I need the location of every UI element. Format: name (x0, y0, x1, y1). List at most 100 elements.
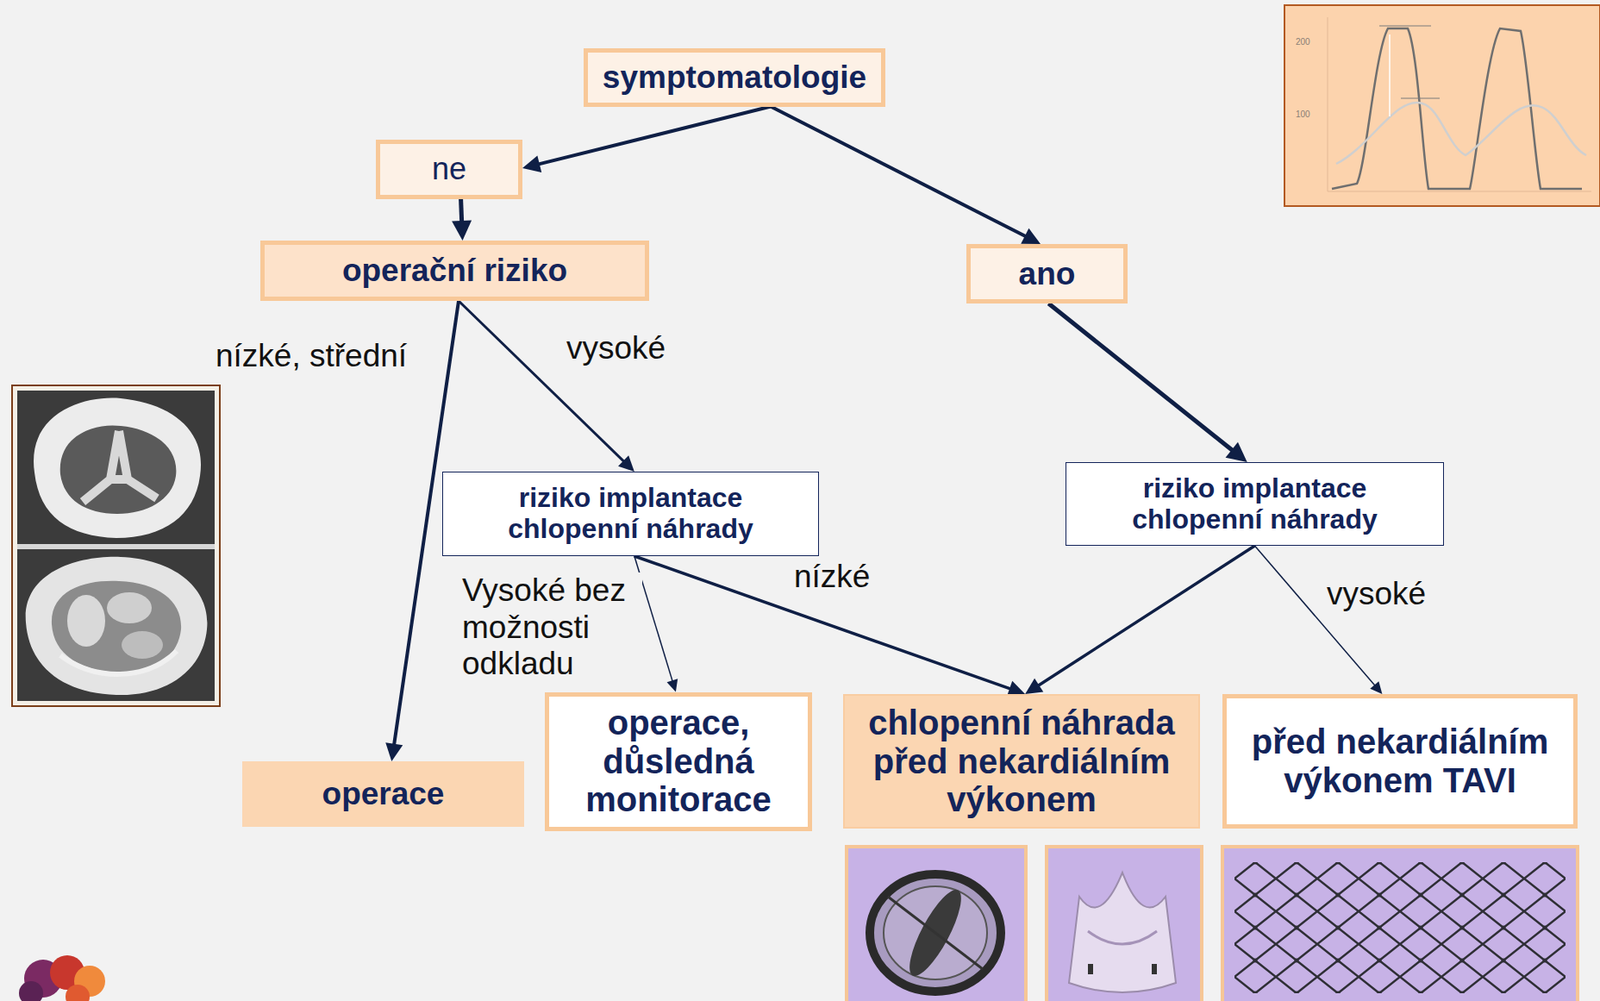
valve-photo (51, 581, 182, 673)
mechanical-valve-photo (887, 896, 983, 969)
connector-line (770, 106, 1028, 238)
node-text-group: před nekardiálním výkonem TAVI (1236, 722, 1564, 800)
node-text-group: symptomatologie (602, 59, 867, 95)
axis-tick-label: 200 (1295, 37, 1311, 47)
connector (458, 300, 635, 472)
connector-line (1048, 303, 1235, 453)
node-label: operace (322, 775, 445, 812)
pressure-chart (1284, 5, 1600, 207)
edge-label: Vysoké bez možnosti odkladu (458, 572, 643, 683)
node-text-group: ne (431, 151, 467, 187)
node-text-group: operační riziko (342, 252, 568, 288)
node-label: před nekardiálním výkonem TAVI (1236, 722, 1564, 800)
node-text-group: riziko implantace chlopenní náhrady (488, 482, 774, 545)
pressure-chart (1400, 98, 1440, 100)
connector-line (536, 106, 771, 166)
valve-photo (60, 425, 177, 514)
bioprosthesis-photo (1087, 931, 1157, 944)
connector (634, 556, 1025, 697)
decision-box: riziko implantace chlopenní náhrady (442, 471, 819, 557)
outcome-box: operace, důsledná monitorace (544, 692, 813, 832)
pressure-chart (1336, 102, 1587, 164)
mechanical-valve-photo (846, 846, 1026, 1001)
mechanical-valve-photo (846, 846, 1026, 1001)
mechanical-valve-photo (869, 874, 1001, 992)
tavi-stent-photo (1222, 846, 1578, 1001)
logo (65, 984, 90, 1001)
arrow-head (1006, 681, 1025, 697)
connector-line (1036, 545, 1256, 688)
logo (18, 955, 106, 1001)
pressure-chart (1379, 25, 1432, 27)
edge-label: vysoké (1323, 575, 1430, 613)
decision-box: riziko implantace chlopenní náhrady (1065, 462, 1444, 546)
outcome-box: chlopenní náhrada před nekardiálním výko… (843, 693, 1200, 829)
valve-photo (121, 631, 163, 659)
answer-box: ne (375, 139, 523, 200)
arrow-head (451, 220, 472, 241)
arrow-head (1369, 681, 1382, 694)
edge-label: nízké (790, 558, 874, 596)
pressure-chart (1284, 5, 1600, 207)
connector (1255, 545, 1383, 694)
arrow-head (618, 455, 635, 472)
node-text-group: chlopenní náhrada před nekardiálním výko… (856, 703, 1188, 819)
tavi-stent-photo (1222, 846, 1578, 1001)
valve-photo (12, 385, 220, 707)
outcome-box: operace (242, 761, 525, 827)
connector (1048, 303, 1247, 463)
node-text-group: operace, důsledná monitorace (562, 703, 795, 819)
node-text-group: ano (1018, 256, 1076, 292)
bioprosthesis-photo (1068, 872, 1176, 993)
connector (770, 106, 1041, 245)
connector (385, 300, 459, 762)
node-label: riziko implantace chlopenní náhrady (488, 482, 774, 545)
valve-photo (17, 390, 215, 701)
outcome-box: před nekardiálním výkonem TAVI (1222, 693, 1578, 829)
node-text-group: operace (322, 775, 445, 812)
valve-photo (25, 556, 208, 695)
valve-photo (17, 543, 215, 550)
valve-photo (106, 592, 152, 624)
edge-label: nízké, střední (212, 337, 411, 375)
arrow-head (1020, 228, 1041, 244)
node-label: riziko implantace chlopenní náhrady (1112, 473, 1398, 536)
connector (634, 556, 678, 693)
edge-label: vysoké (562, 330, 669, 368)
axis-tick-label: 100 (1295, 110, 1311, 119)
node-text-group: riziko implantace chlopenní náhrady (1112, 473, 1398, 536)
connector (522, 106, 771, 173)
mechanical-valve-photo (883, 886, 988, 980)
connector-line (634, 556, 674, 683)
valve-photo (33, 398, 201, 538)
pressure-chart (1327, 191, 1592, 193)
decision-box: operační riziko (260, 240, 650, 301)
tavi-stent-photo (1234, 862, 1566, 994)
bioprosthesis-photo (1046, 846, 1202, 1001)
valve-photo (82, 431, 157, 502)
arrow-head (522, 155, 542, 173)
connector-line (458, 300, 626, 463)
connector (1025, 545, 1255, 694)
node-label: operace, důsledná monitorace (562, 703, 795, 819)
logo (18, 981, 44, 1001)
connector (451, 199, 472, 241)
valve-photo (60, 650, 177, 675)
answer-box: ano (966, 243, 1128, 304)
bioprosthesis-photo (1046, 846, 1202, 1001)
node-label: ne (431, 151, 467, 187)
node-label: symptomatologie (602, 59, 867, 95)
pressure-chart (1327, 17, 1329, 192)
pressure-chart (1388, 34, 1391, 117)
bioprosthesis-photo (1087, 963, 1094, 975)
node-label: ano (1018, 256, 1076, 292)
arrow-head (667, 678, 679, 692)
arrow-head (1225, 442, 1248, 463)
node-label: chlopenní náhrada před nekardiálním výko… (856, 703, 1188, 819)
start-box: symptomatologie (583, 48, 886, 107)
